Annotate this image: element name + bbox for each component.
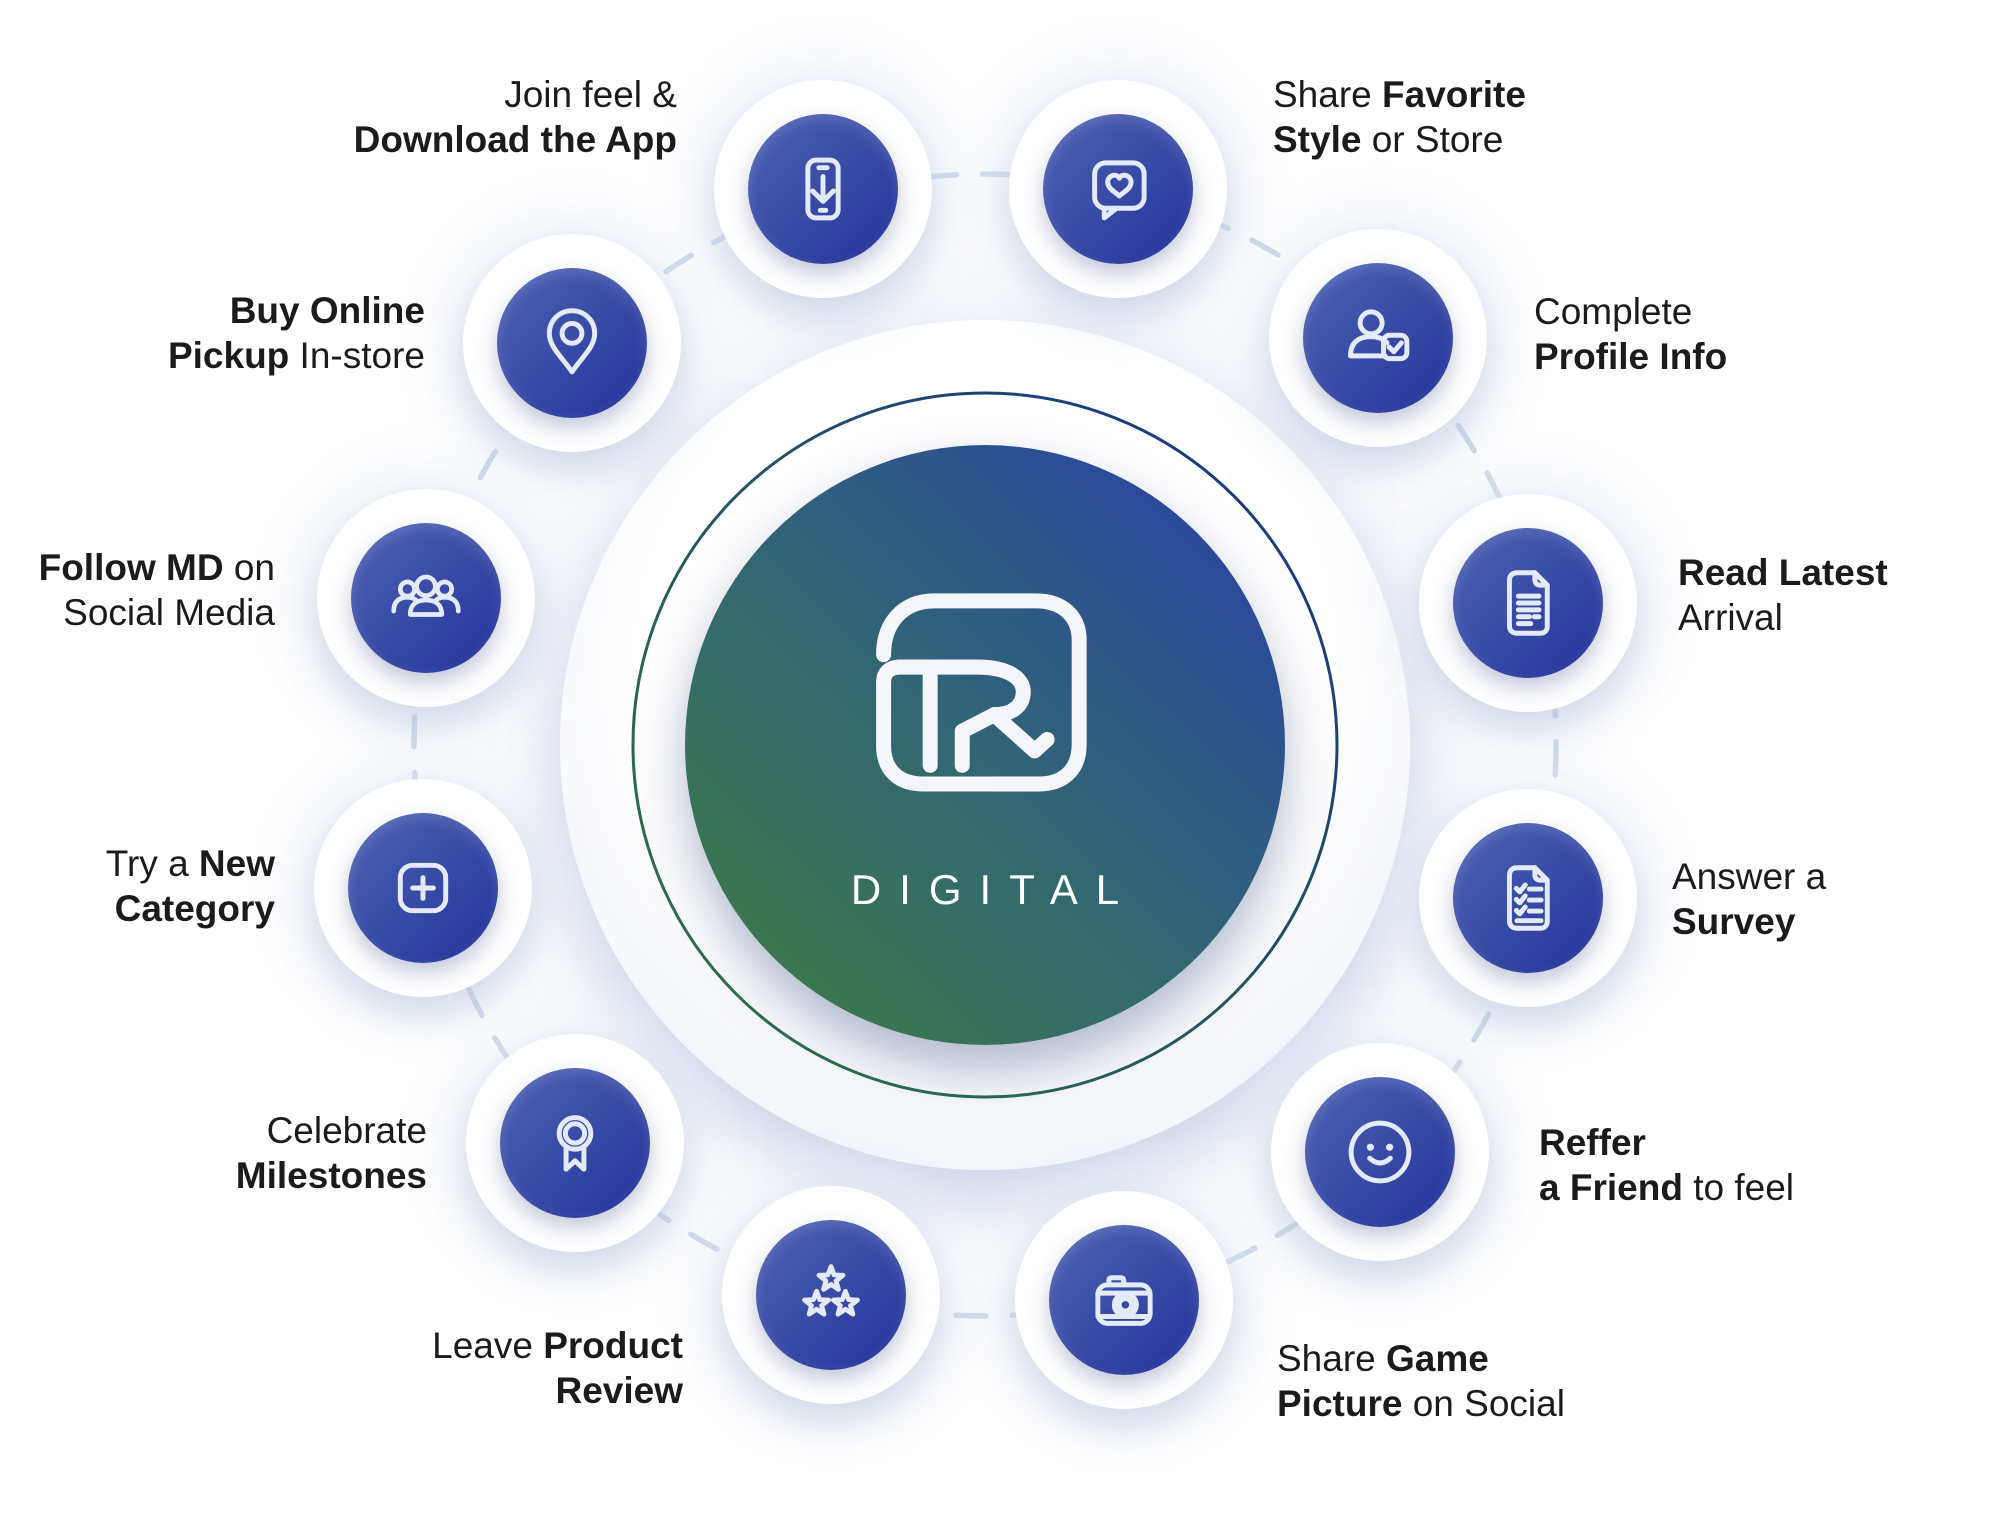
location-pin-icon [528, 299, 616, 387]
medal-icon [531, 1099, 619, 1187]
label-line: Share Favorite [1273, 74, 1526, 115]
node-download-app [714, 80, 932, 298]
label-line: Follow MD on [38, 547, 275, 588]
center-disc-bg: DIGITAL [560, 320, 1410, 1170]
node-ring [1419, 789, 1637, 1007]
label-line: Arrival [1678, 597, 1783, 638]
node-circle [748, 114, 898, 264]
node-ring [1271, 1043, 1489, 1261]
node-circle [1305, 1077, 1455, 1227]
label-line: Read Latest [1678, 552, 1888, 593]
node-share-game-picture [1015, 1191, 1233, 1409]
label-line: Profile Info [1534, 336, 1728, 377]
node-circle [756, 1220, 906, 1370]
node-circle [1043, 114, 1193, 264]
node-product-review [722, 1186, 940, 1404]
label-line: Celebrate [266, 1110, 427, 1151]
phone-download-icon [779, 145, 867, 233]
node-new-category [314, 779, 532, 997]
plus-square-icon [379, 844, 467, 932]
label-download-app: Join feel &Download the App [354, 72, 677, 162]
node-ring [1419, 494, 1637, 712]
node-read-latest [1419, 494, 1637, 712]
smiley-icon [1336, 1108, 1424, 1196]
label-line: Buy Online [229, 290, 425, 331]
center-circle: DIGITAL [685, 445, 1285, 1045]
label-line: Join feel & [504, 74, 677, 115]
node-circle [1049, 1225, 1199, 1375]
node-ring [722, 1186, 940, 1404]
node-circle [1453, 528, 1603, 678]
label-line: Category [114, 888, 275, 929]
label-line: Social Media [63, 592, 275, 633]
node-ring [314, 779, 532, 997]
node-circle [348, 813, 498, 963]
label-line: Pickup In-store [167, 335, 425, 376]
node-follow-md [317, 489, 535, 707]
label-line: Download the App [353, 119, 677, 160]
node-ring [714, 80, 932, 298]
label-line: Answer a [1672, 856, 1827, 897]
node-ring [1269, 229, 1487, 447]
label-line: Picture on Social [1277, 1383, 1565, 1424]
three-stars-icon [787, 1251, 875, 1339]
label-line: Milestones [235, 1155, 427, 1196]
node-ring [1009, 80, 1227, 298]
profile-check-icon [1334, 294, 1422, 382]
node-circle [500, 1068, 650, 1218]
label-line: Review [555, 1370, 683, 1411]
label-line: Try a New [105, 843, 275, 884]
people-group-icon [382, 554, 470, 642]
label-line: Style or Store [1273, 119, 1504, 160]
node-profile-info [1269, 229, 1487, 447]
label-line: Survey [1672, 901, 1796, 942]
document-icon [1484, 559, 1572, 647]
chat-heart-icon [1074, 145, 1162, 233]
label-line: Complete [1534, 291, 1693, 332]
node-ring [463, 234, 681, 452]
survey-checklist-icon [1484, 854, 1572, 942]
center-title: DIGITAL [850, 866, 1138, 913]
node-celebrate-milestones [466, 1034, 684, 1252]
node-refer-friend [1271, 1043, 1489, 1261]
node-share-style [1009, 80, 1227, 298]
node-circle [351, 523, 501, 673]
node-ring [317, 489, 535, 707]
node-circle [1453, 823, 1603, 973]
node-ring [1015, 1191, 1233, 1409]
label-line: a Friend to feel [1539, 1167, 1794, 1208]
node-buy-online-pickup [463, 234, 681, 452]
label-line: Share Game [1277, 1338, 1489, 1379]
r-logo-icon [876, 593, 1087, 792]
center-outline-ring [631, 391, 1339, 1099]
node-circle [1303, 263, 1453, 413]
label-line: Leave Product [432, 1325, 683, 1366]
camera-icon [1080, 1256, 1168, 1344]
node-ring [466, 1034, 684, 1252]
label-line: Reffer [1539, 1122, 1646, 1163]
node-answer-survey [1419, 789, 1637, 1007]
node-circle [497, 268, 647, 418]
